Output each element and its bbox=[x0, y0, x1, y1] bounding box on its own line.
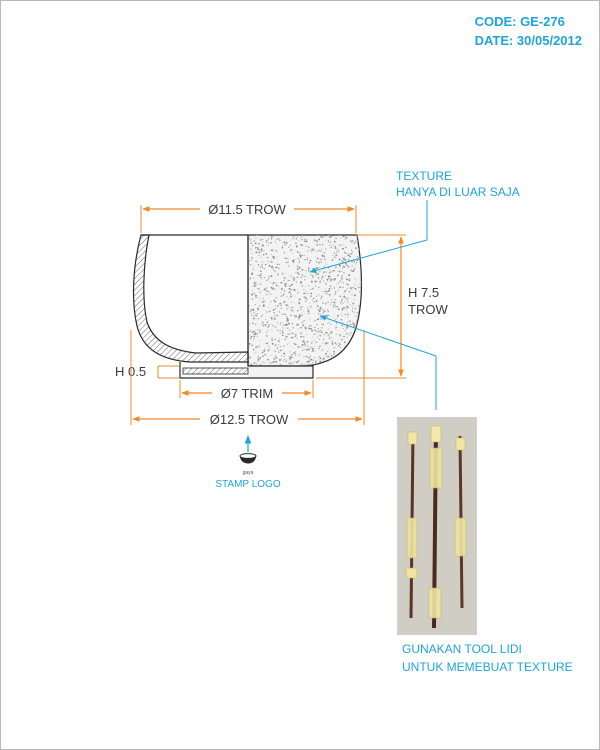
product-code: CODE: GE-276 bbox=[474, 14, 565, 29]
tool-note-line1: GUNAKAN TOOL LIDI bbox=[402, 642, 522, 656]
bowl-textured-half bbox=[247, 234, 362, 367]
stamp-logo-icon bbox=[239, 453, 257, 464]
top-diameter-label: Ø11.5 TROW bbox=[208, 202, 286, 217]
drawing-date: DATE: 30/05/2012 bbox=[474, 33, 582, 48]
height-label-unit: TROW bbox=[408, 302, 448, 317]
foot-diameter-dimension: Ø7 TRIM bbox=[179, 380, 314, 401]
bowl-foot bbox=[179, 362, 314, 379]
tool-note-line2: UNTUK MEMEBUAT TEXTURE bbox=[402, 660, 573, 674]
tool-pointer bbox=[319, 315, 437, 410]
stamp-logo-callout: gaya STAMP LOGO bbox=[215, 435, 281, 490]
foot-height-dimension: H 0.5 bbox=[115, 364, 179, 379]
height-dimension: H 7.5 TROW bbox=[316, 234, 450, 379]
bowl-section-half bbox=[132, 234, 249, 366]
texture-note-line1: TEXTURE bbox=[396, 169, 452, 183]
stamp-logo-label: STAMP LOGO bbox=[215, 479, 280, 490]
tool-lidi-photo bbox=[397, 417, 477, 635]
foot-diameter-label: Ø7 TRIM bbox=[221, 386, 274, 401]
bamboo-sticks-illustration bbox=[398, 418, 476, 634]
bottom-diameter-label: Ø12.5 TROW bbox=[210, 412, 289, 427]
title-block: CODE: GE-276 DATE: 30/05/2012 bbox=[475, 12, 582, 50]
texture-annotation: TEXTURE HANYA DI LUAR SAJA bbox=[309, 169, 520, 274]
stamp-logo-text: gaya bbox=[243, 470, 254, 476]
bottom-diameter-dimension: Ø12.5 TROW bbox=[130, 330, 365, 427]
texture-note-line2: HANYA DI LUAR SAJA bbox=[396, 185, 520, 199]
top-diameter-dimension: Ø11.5 TROW bbox=[140, 202, 357, 233]
height-label-value: H 7.5 bbox=[408, 285, 439, 300]
